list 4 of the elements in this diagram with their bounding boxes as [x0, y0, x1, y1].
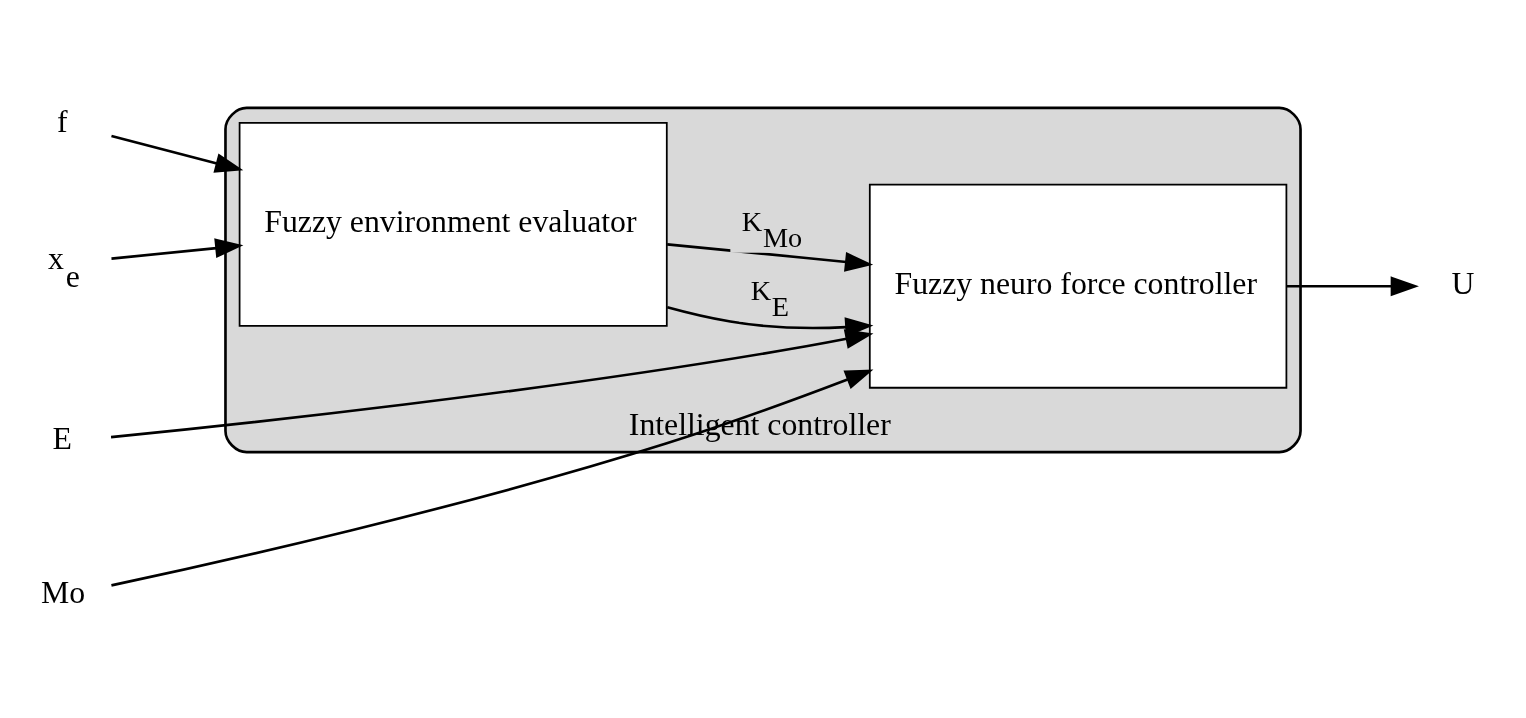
node-text: E: [52, 420, 72, 456]
node-text: Mo: [41, 574, 86, 610]
node-text: f: [56, 103, 68, 139]
node-text: U: [1451, 265, 1475, 301]
